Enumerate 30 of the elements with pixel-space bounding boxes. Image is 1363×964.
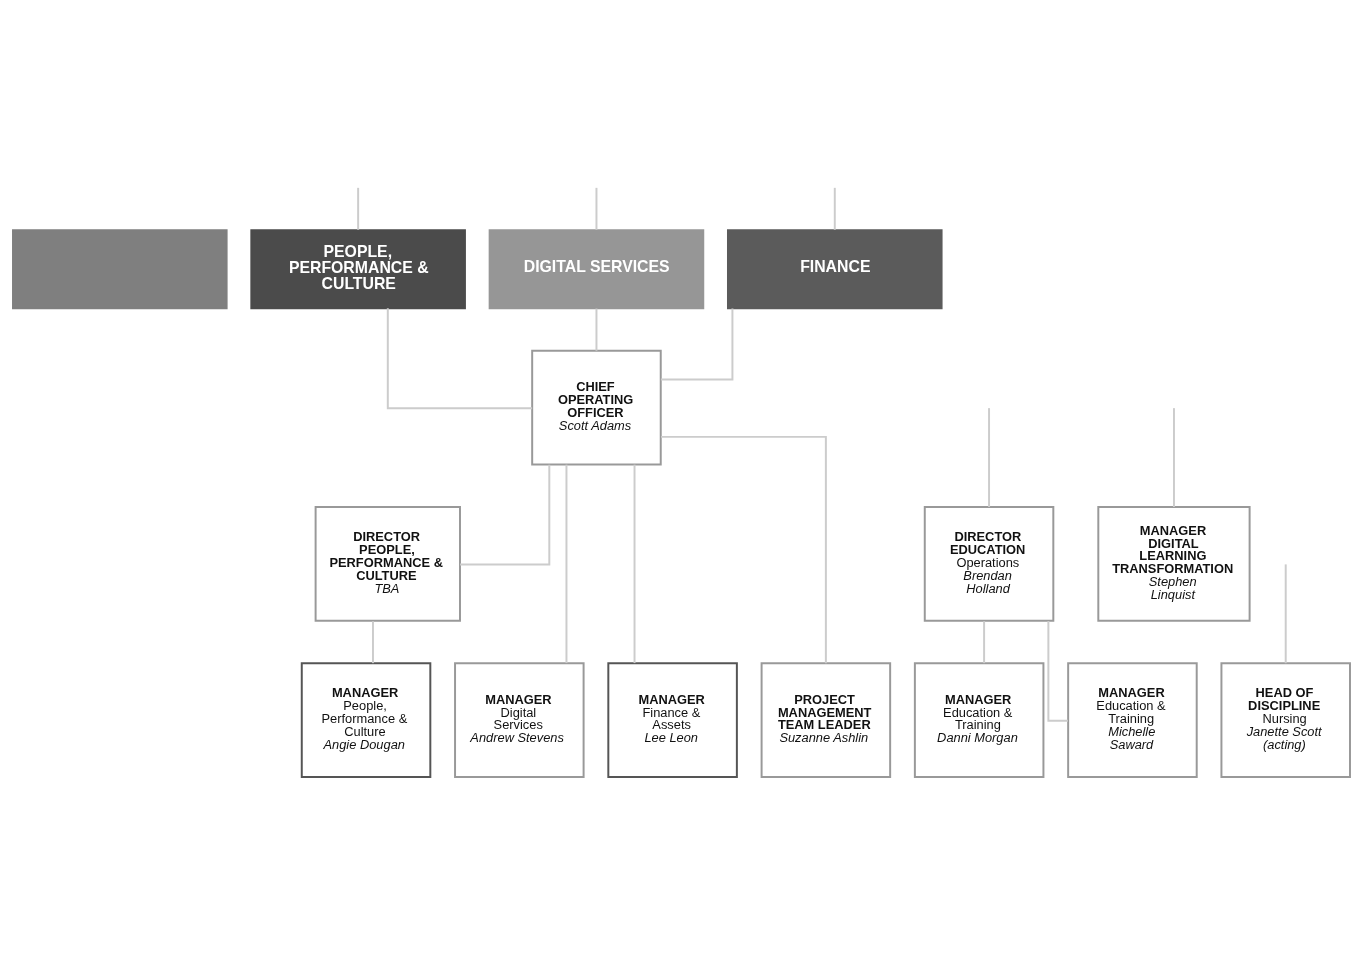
connector — [595, 186, 598, 231]
connector — [565, 463, 568, 665]
connector — [1284, 563, 1287, 665]
node-box: DIRECTOR PEOPLE, PERFORMANCE & CULTURE TBA — [314, 506, 461, 622]
connector — [660, 435, 827, 665]
node-bar — [12, 229, 228, 310]
node-box: MANAGER Education & Training Michelle Saward — [1067, 662, 1198, 779]
node-box: CHIEF OPERATING OFFICER Scott Adams — [531, 349, 662, 466]
connector — [459, 463, 551, 566]
node-box: FINANCE — [727, 229, 943, 310]
connector — [833, 186, 836, 231]
node-box: PROJECT MANAGEMENT TEAM LEADER Suzanne Ashlin — [760, 662, 892, 779]
node-box: MANAGER People, Performance & Culture Angie Dougan — [300, 662, 432, 779]
connector — [633, 463, 636, 665]
connector — [1173, 407, 1175, 508]
node-box: MANAGER DIGITAL LEARNING TRANSFORMATION Stephen Linquist — [1097, 506, 1251, 622]
node-box: PEOPLE, PERFORMANCE & CULTURE — [250, 229, 466, 310]
node-box: DIGITAL SERVICES — [488, 229, 705, 310]
connector — [983, 620, 986, 665]
connector — [386, 307, 534, 410]
connector — [595, 307, 598, 352]
connector — [357, 186, 360, 231]
node-box: MANAGER Finance & Assets Lee Leon — [607, 662, 738, 779]
node-box: HEAD OF DISCIPLINE Nursing Janette Scott (acting) — [1220, 662, 1351, 779]
connector — [988, 407, 991, 508]
node-box: DIRECTOR EDUCATION Operations Brendan Holland — [923, 506, 1055, 622]
node-box: MANAGER Education & Training Danni Morgan — [913, 662, 1045, 779]
connector — [659, 307, 734, 381]
connector — [372, 620, 374, 665]
node-box: MANAGER Digital Services Andrew Stevens — [454, 662, 585, 779]
